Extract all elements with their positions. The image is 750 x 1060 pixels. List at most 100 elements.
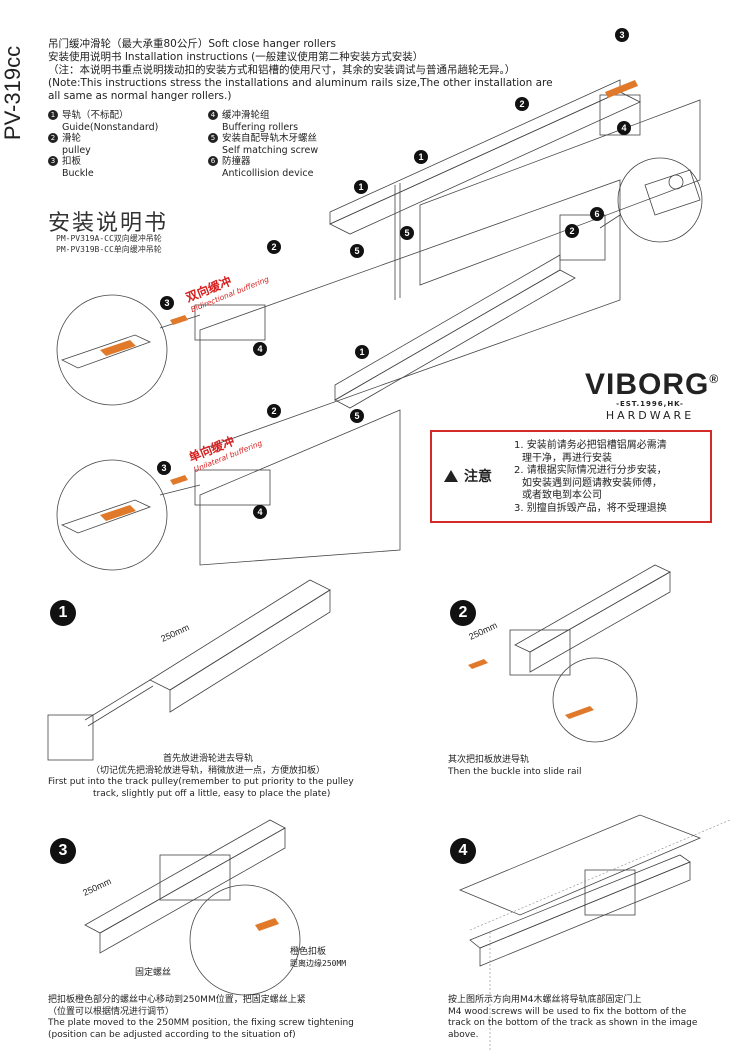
caption-line: First put into the track pulley(remember…	[48, 777, 354, 787]
callout-2: 2	[267, 240, 281, 254]
caption-line: track, slightly put off a little, easy t…	[93, 788, 331, 799]
callout-4: 4	[617, 121, 631, 135]
brand-mark: ®	[709, 372, 720, 386]
callout-1: 1	[414, 150, 428, 164]
intro-line: all same as normal hanger rollers.)	[48, 90, 232, 102]
part-en: Guide(Nonstandard)	[62, 121, 159, 133]
caption-line: 把扣板橙色部分的螺丝中心移动到250MM位置，把固定螺丝上紧	[48, 995, 306, 1005]
callout-1: 1	[354, 180, 368, 194]
bidirectional-label: 双向缓冲 Bidirectional buffering	[183, 259, 270, 314]
part-en: Anticollision device	[222, 167, 314, 179]
step-2-number: 2	[450, 600, 476, 626]
intro-line: (Note:This instructions stress the insta…	[48, 77, 553, 89]
caption-line: 其次把扣板放进导轨	[448, 755, 530, 765]
part-num: 1	[48, 110, 58, 120]
notice-item: 3. 别擅自拆毁产品，将不受理退换	[514, 502, 667, 514]
intro-line: 安装使用说明书 Installation instructions (一般建议使…	[48, 51, 424, 63]
fixing-screw-tag: 固定螺丝	[135, 968, 172, 978]
warning-icon	[444, 470, 458, 482]
callout-2: 2	[565, 224, 579, 238]
notice-item: 2. 请根据实际情况进行分步安装，	[514, 465, 667, 476]
caption-line: The plate moved to the 250MM position, t…	[48, 1018, 354, 1028]
caption-line: M4 wood screws will be used to fix the b…	[448, 1006, 687, 1017]
intro-text: 吊门缓冲滑轮（最大承重80公斤）Soft close hanger roller…	[48, 38, 608, 103]
brand-est: -EST.1996,HK-	[616, 400, 684, 408]
part-cn: 缓冲滑轮组	[222, 110, 270, 121]
notice-item: 如安装遇到问题请教安装师傅，	[522, 477, 662, 489]
callout-3: 3	[160, 296, 174, 310]
part-num: 5	[208, 133, 218, 143]
product-code-text: PV-319cc	[0, 45, 26, 141]
step-2-dimension: 250mm	[467, 620, 499, 642]
part-en: Buffering rollers	[222, 121, 299, 133]
caption-line: （位置可以根据情况进行调节）	[48, 1006, 175, 1017]
notice-box: 注意 1. 安装前请务必把铝槽铝屑必需清 理干净，再进行安装 2. 请根据实际情…	[430, 430, 712, 523]
part-num: 3	[48, 156, 58, 166]
brand-sub: HARDWARE	[605, 409, 695, 422]
caption-line: 首先放进滑轮进去导轨	[162, 754, 253, 764]
step-4-caption: 按上图所示方向用M4木螺丝将导轨底部固定门上 M4 wood screws wi…	[448, 995, 697, 1041]
caption-line: （切记优先把滑轮放进导轨，稍微放进一点，方便放扣板）	[90, 765, 325, 776]
part-item: 1 导轨（不标配）Guide(Nonstandard)	[48, 110, 218, 133]
caption-line: 按上图所示方向用M4木螺丝将导轨底部固定门上	[448, 995, 642, 1005]
step-3-dimension: 250mm	[81, 876, 113, 898]
callout-4: 4	[253, 342, 267, 356]
part-en: pulley	[62, 144, 91, 156]
intro-line: （注：本说明书重点说明拨动扣的安装方式和铝槽的使用尺寸，其余的安装调试与普通吊趟…	[48, 64, 516, 76]
part-cn: 防撞器	[222, 156, 251, 167]
part-cn: 安装自配导轨木牙螺丝	[222, 133, 318, 144]
manual-title: 安装说明书	[48, 211, 169, 236]
unilateral-label: 单向缓冲 Unilateral buffering	[186, 423, 264, 474]
step-4-number: 4	[450, 838, 476, 864]
model-line: PM-PV319B-CC单向缓冲吊轮	[56, 245, 162, 254]
part-cn: 扣板	[62, 156, 82, 167]
step-1-number: 1	[50, 600, 76, 626]
orange-buckle-tag: 橙色扣板	[290, 947, 327, 957]
product-code: PV-319cc	[0, 40, 36, 150]
caption-line: track on the bottom of the track as show…	[448, 1018, 698, 1028]
step-1-caption: 首先放进滑轮进去导轨 （切记优先把滑轮放进导轨，稍微放进一点，方便放扣板） Fi…	[48, 754, 368, 800]
model-line: PM-PV319A-CC双向缓冲吊轮	[56, 234, 162, 243]
part-num: 2	[48, 133, 58, 143]
part-num: 4	[208, 110, 218, 120]
part-cn: 导轨（不标配）	[62, 110, 129, 121]
callout-5: 5	[350, 409, 364, 423]
callout-5: 5	[400, 226, 414, 240]
model-list: PM-PV319A-CC双向缓冲吊轮 PM-PV319B-CC单向缓冲吊轮	[56, 233, 162, 255]
caption-line: (position can be adjusted according to t…	[48, 1029, 296, 1040]
step-3-caption: 把扣板橙色部分的螺丝中心移动到250MM位置，把固定螺丝上紧 （位置可以根据情况…	[48, 995, 354, 1041]
callout-3: 3	[157, 461, 171, 475]
callout-4: 4	[253, 505, 267, 519]
notice-item: 或者致电到本公司	[522, 490, 602, 501]
step-2-caption: 其次把扣板放进导轨 Then the buckle into slide rai…	[448, 755, 582, 778]
callout-5: 5	[350, 244, 364, 258]
step-1-dimension: 250mm	[159, 622, 191, 644]
part-en: Buckle	[62, 167, 94, 179]
callout-2: 2	[267, 404, 281, 418]
callout-6: 6	[590, 207, 604, 221]
callout-3: 3	[615, 28, 629, 42]
distance-tag: 距离边缘250MM	[290, 959, 347, 968]
caption-line: above.	[448, 1029, 479, 1040]
step-3-number: 3	[50, 838, 76, 864]
brand-name: VIBORG®	[585, 368, 718, 402]
brand-logo: VIBORG® -EST.1996,HK- HARDWARE	[585, 368, 718, 422]
notice-heading: 注意	[444, 466, 492, 486]
caption-line: Then the buckle into slide rail	[448, 766, 582, 777]
part-num: 6	[208, 156, 218, 166]
notice-list: 1. 安装前请务必把铝槽铝屑必需清 理干净，再进行安装 2. 请根据实际情况进行…	[514, 440, 704, 515]
notice-item: 1. 安装前请务必把铝槽铝屑必需清	[514, 440, 667, 451]
notice-item: 理干净，再进行安装	[522, 452, 612, 464]
callout-1: 1	[355, 345, 369, 359]
intro-line: 吊门缓冲滑轮（最大承重80公斤）Soft close hanger roller…	[48, 38, 336, 50]
callout-2: 2	[515, 97, 529, 111]
part-cn: 滑轮	[62, 133, 82, 144]
notice-heading-text: 注意	[464, 469, 492, 485]
brand-name-text: VIBORG	[585, 368, 710, 401]
